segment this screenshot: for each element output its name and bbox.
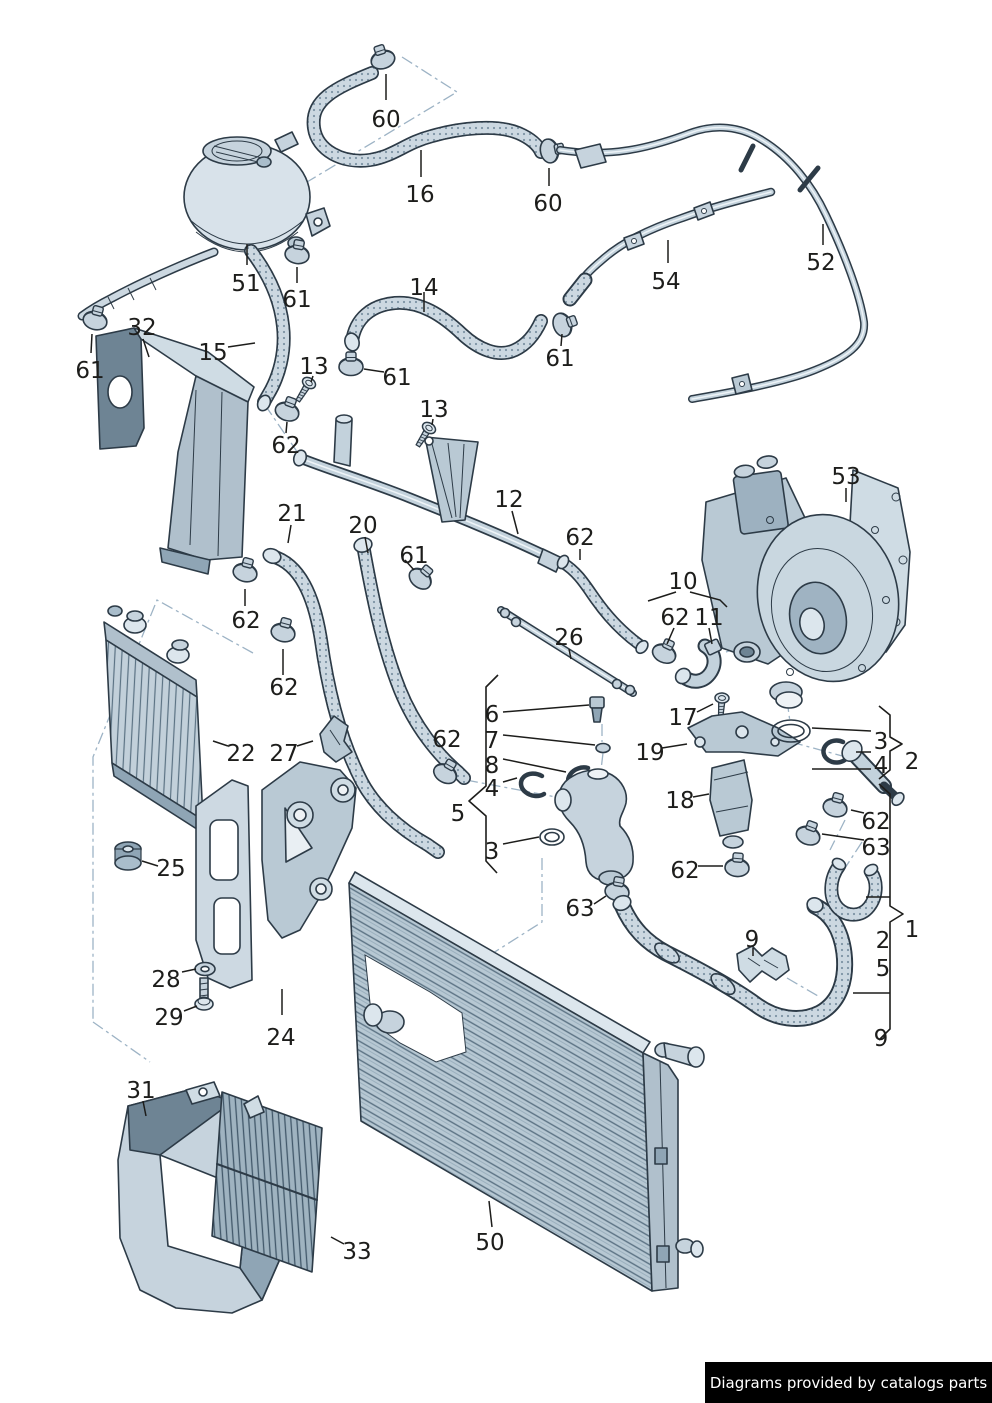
part-label-29: 29 xyxy=(154,1005,183,1031)
part-label-25: 25 xyxy=(156,856,185,882)
part-label-63: 63 xyxy=(565,896,594,922)
part-label-8: 8 xyxy=(485,753,500,779)
part-label-62: 62 xyxy=(861,809,890,835)
part-label-50: 50 xyxy=(475,1230,504,1256)
part-label-27: 27 xyxy=(269,741,298,767)
aux-radiator-22 xyxy=(103,605,204,834)
part-label-63: 63 xyxy=(861,835,890,861)
air-guide-32 xyxy=(95,327,255,575)
part-label-11: 11 xyxy=(694,605,723,631)
part-label-62: 62 xyxy=(432,727,461,753)
footer-attribution: Diagrams provided by catalogs parts xyxy=(705,1362,992,1403)
water-pump-53 xyxy=(701,455,911,709)
part-label-52: 52 xyxy=(806,250,835,276)
part-label-61: 61 xyxy=(382,365,411,391)
part-label-14: 14 xyxy=(409,275,438,301)
part-label-20: 20 xyxy=(348,513,377,539)
part-label-16: 16 xyxy=(405,182,434,208)
part-label-62: 62 xyxy=(269,675,298,701)
pipe-52 xyxy=(560,128,864,399)
expansion-tank xyxy=(183,131,331,253)
footer-text: Diagrams provided by catalogs parts xyxy=(709,1373,988,1392)
hose-16 xyxy=(314,41,567,164)
part-label-53: 53 xyxy=(831,464,860,490)
part-label-62: 62 xyxy=(565,525,594,551)
part-label-61: 61 xyxy=(399,543,428,569)
grille-33 xyxy=(211,1091,323,1273)
part-label-28: 28 xyxy=(151,967,180,993)
part-label-5: 5 xyxy=(451,801,466,827)
part-label-21: 21 xyxy=(277,501,306,527)
part-label-7: 7 xyxy=(485,728,500,754)
bleed-hose xyxy=(81,252,214,334)
pipe-54 xyxy=(549,192,771,340)
part-label-5: 5 xyxy=(876,956,891,982)
part-label-4: 4 xyxy=(874,753,889,779)
part-label-24: 24 xyxy=(266,1025,295,1051)
leader-lines xyxy=(90,74,872,1245)
thermostat-junction xyxy=(518,696,634,904)
group-brackets xyxy=(468,674,904,1041)
part-label-9: 9 xyxy=(745,927,760,953)
part-label-62: 62 xyxy=(231,608,260,634)
part-label-6: 6 xyxy=(485,702,500,728)
part-label-13: 13 xyxy=(299,354,328,380)
part-label-18: 18 xyxy=(665,788,694,814)
part-label-32: 32 xyxy=(127,315,156,341)
part-label-61: 61 xyxy=(545,346,574,372)
part-label-62: 62 xyxy=(271,433,300,459)
part-label-22: 22 xyxy=(226,741,255,767)
retaining-clip-27 xyxy=(319,715,353,763)
part-label-33: 33 xyxy=(342,1239,371,1265)
part-label-51: 51 xyxy=(231,271,260,297)
hose-15 xyxy=(251,237,313,425)
part-label-4: 4 xyxy=(485,776,500,802)
part-label-60: 60 xyxy=(371,107,400,133)
part-label-15: 15 xyxy=(198,340,227,366)
hose-group-10 xyxy=(556,554,723,686)
part-label-62: 62 xyxy=(660,605,689,631)
part-label-3: 3 xyxy=(874,729,889,755)
bracket-plate-group xyxy=(687,691,811,879)
mounting-bracket-24 xyxy=(114,761,357,1011)
part-label-26: 26 xyxy=(554,625,583,651)
part-label-60: 60 xyxy=(533,191,562,217)
part-label-61: 61 xyxy=(282,287,311,313)
hose-group-1 xyxy=(612,789,879,1018)
hose-21 xyxy=(230,547,438,852)
part-label-3: 3 xyxy=(485,839,500,865)
part-label-54: 54 xyxy=(651,269,680,295)
part-label-1: 1 xyxy=(905,917,920,943)
part-label-61: 61 xyxy=(75,358,104,384)
part-label-62: 62 xyxy=(670,858,699,884)
part-label-10: 10 xyxy=(668,569,697,595)
part-label-2: 2 xyxy=(905,749,920,775)
radiator-50 xyxy=(348,871,705,1292)
part-label-13: 13 xyxy=(419,397,448,423)
part-label-17: 17 xyxy=(668,705,697,731)
hose-14 xyxy=(344,303,541,353)
part-label-12: 12 xyxy=(494,487,523,513)
part-label-31: 31 xyxy=(126,1078,155,1104)
water-pipe-12 xyxy=(291,351,563,573)
part-label-9: 9 xyxy=(874,1026,889,1052)
pipe-26 xyxy=(501,609,635,695)
part-label-2: 2 xyxy=(876,928,891,954)
part-label-19: 19 xyxy=(635,740,664,766)
